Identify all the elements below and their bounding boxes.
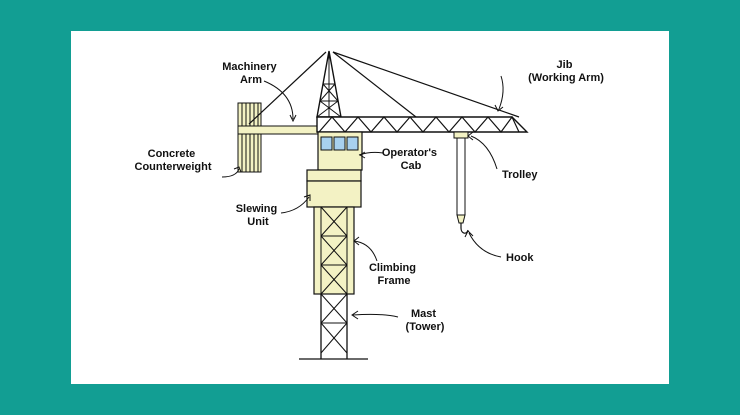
trolley [453,131,469,139]
mast-tower [299,293,368,360]
diagram-canvas: Machinery Arm Jib (Working Arm) Concrete… [71,31,669,384]
climbing-frame [313,206,355,295]
slewing-unit [306,169,362,208]
machinery-arm [237,125,319,135]
operators-cab-label: Operator's Cab [382,147,440,172]
label-pointers [221,75,504,320]
counterweight-label: Concrete Counterweight [135,148,212,173]
jib-working-arm [316,115,529,133]
jib-label: Jib (Working Arm) [528,59,604,84]
mast-label: Mast (Tower) [406,308,445,333]
climbing-frame-label: Climbing Frame [369,262,419,287]
concrete-counterweight [237,102,262,173]
hook-label: Hook [506,252,534,264]
tower-apex [316,50,342,118]
slewing-unit-label: Slewing Unit [236,203,281,228]
machinery-arm-label: Machinery Arm [222,61,279,86]
trolley-label: Trolley [502,169,538,181]
jib-pendant-cables [248,51,520,125]
hook-block [456,138,469,234]
tower-crane-diagram: Machinery Arm Jib (Working Arm) Concrete… [135,50,604,360]
operators-cab [317,131,363,171]
